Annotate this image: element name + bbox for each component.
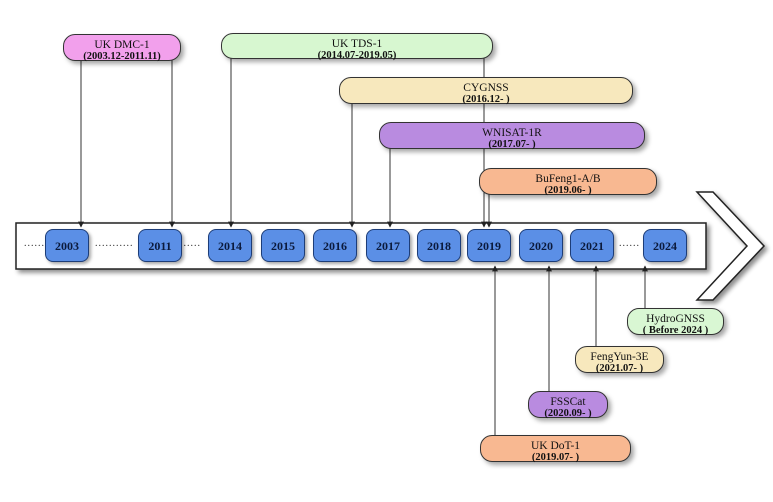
mission-period: (2019.06- ): [544, 185, 592, 196]
ellipsis-start: ......: [24, 238, 45, 249]
year-node: 2021: [570, 229, 614, 262]
year-node: 2014: [208, 229, 252, 262]
mission-box-bufeng: BuFeng1-A/B (2019.06- ): [479, 168, 657, 196]
year-node: 2017: [366, 229, 410, 262]
year-node: 2016: [313, 229, 357, 262]
year-node: 2024: [643, 229, 687, 262]
mission-period: (2020.09- ): [544, 408, 592, 419]
mission-period: (2014.07-2019.05): [317, 50, 397, 61]
mission-box-fsscat: FSSCat (2020.09- ): [528, 391, 608, 419]
mission-name: HydroGNSS: [646, 313, 705, 325]
mission-name: WNISAT-1R: [482, 127, 542, 139]
mission-name: UK DMC-1: [94, 39, 150, 51]
year-node: 2020: [519, 229, 563, 262]
mission-period: (2021.07- ): [595, 363, 644, 374]
mission-box-dot1: UK DoT-1 (2019.07- ): [480, 435, 631, 463]
mission-name: FSSCat: [550, 396, 586, 408]
mission-period: (2019.07- ): [531, 452, 580, 463]
mission-box-hydrognss: HydroGNSS ( Before 2024 ): [627, 308, 724, 336]
year-node: 2003: [45, 229, 89, 262]
year-node: 2018: [417, 229, 461, 262]
mission-name: UK TDS-1: [331, 38, 383, 50]
timeline-arrowhead: [695, 191, 766, 301]
ellipsis-2003-2011: ...........: [95, 238, 134, 249]
ellipsis-2021-2024: ......: [619, 238, 640, 249]
ellipsis-2011-2014: ......: [180, 238, 201, 249]
mission-name: CYGNSS: [463, 82, 509, 94]
mission-name: UK DoT-1: [530, 440, 581, 452]
mission-period: (2016.12- ): [462, 94, 510, 105]
mission-period: (2003.12-2011.11): [83, 51, 161, 62]
mission-period: ( Before 2024 ): [642, 325, 709, 336]
mission-box-wnisat: WNISAT-1R (2017.07- ): [379, 122, 645, 150]
mission-box-cygnss: CYGNSS (2016.12- ): [339, 77, 633, 105]
mission-box-dmc1: UK DMC-1 (2003.12-2011.11): [63, 34, 181, 62]
mission-name: BuFeng1-A/B: [535, 173, 601, 185]
year-node: 2011: [138, 229, 182, 262]
year-node: 2015: [261, 229, 305, 262]
mission-name: FengYun-3E: [590, 351, 649, 363]
mission-period: (2017.07- ): [488, 139, 536, 150]
mission-box-tds1: UK TDS-1 (2014.07-2019.05): [221, 33, 493, 61]
year-node: 2019: [467, 229, 511, 262]
mission-box-fengyun: FengYun-3E (2021.07- ): [575, 346, 664, 374]
